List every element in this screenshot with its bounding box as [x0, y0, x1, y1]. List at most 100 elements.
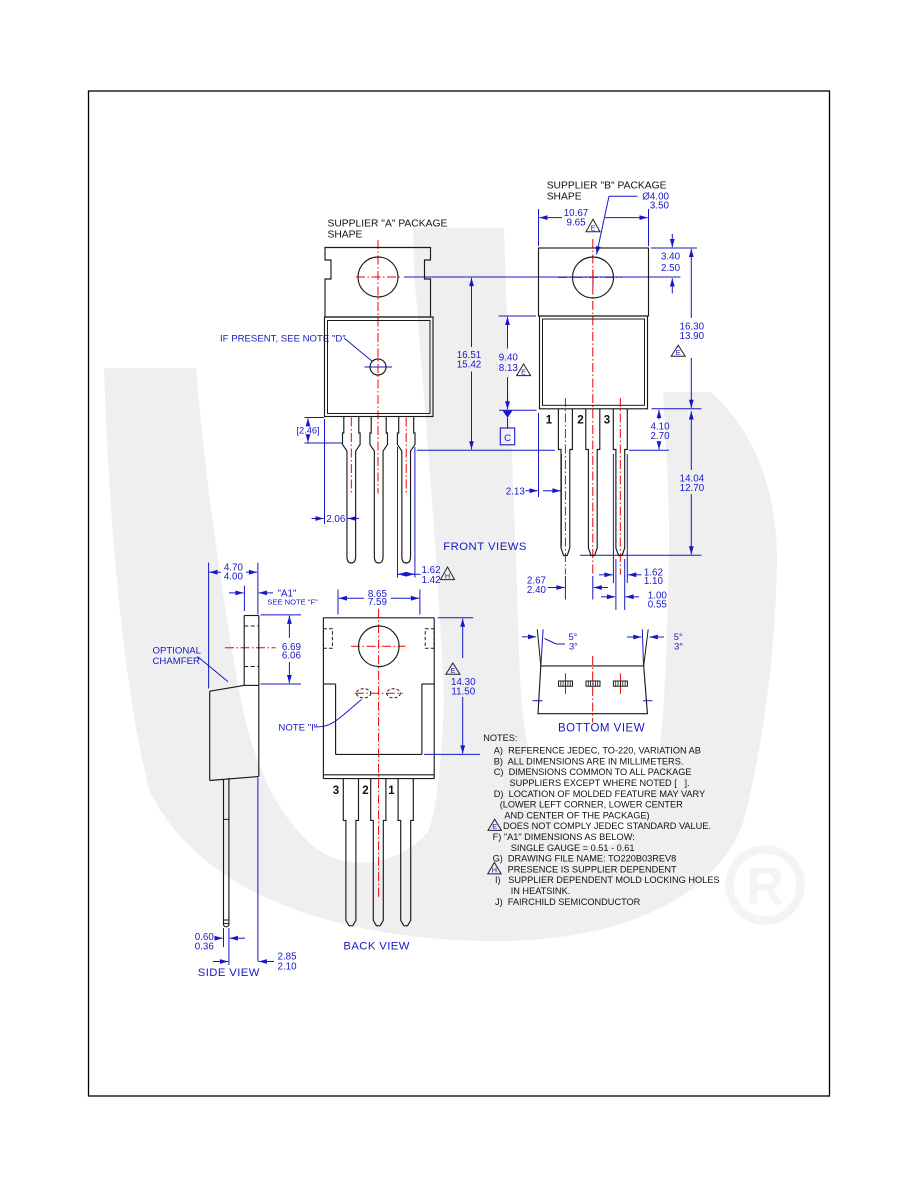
dim-b-leadt-min: 0.55 [648, 599, 668, 610]
dim-m-ang-max-l: 5° [569, 632, 578, 642]
flag-e-back-letter: E [450, 666, 455, 675]
chamfer-label-1: OPTIONAL [153, 646, 202, 657]
dim-b-shoulder-max: 4.10 [650, 422, 670, 433]
dim-k-cavw-max: 8.65 [368, 589, 388, 600]
dim-b-edge-lead: 2.13 [506, 486, 526, 497]
registered-mark-circle [725, 845, 805, 925]
dimension-line [540, 629, 544, 666]
dim-b-tab-width-min: 9.65 [566, 218, 586, 229]
notes-heading: NOTES: [483, 733, 517, 743]
dim-a-hole-gauge-max: 16.51 [457, 350, 482, 361]
notes-section: NOTES: A) REFERENCE JEDEC, TO-220, VARIA… [483, 733, 719, 907]
flag-e-back-shape [444, 662, 461, 675]
dim-b-shoulder-min: 2.70 [650, 431, 670, 442]
flag-e-9-40-letter: E [521, 367, 526, 376]
dim-s-tabh-max: 6.69 [282, 642, 301, 653]
datum-triangle [502, 410, 513, 418]
flag-e-note-letter: E [492, 822, 497, 831]
dim-s-a1-note: SEE NOTE "F" [267, 597, 318, 606]
note-line-3: SUPPLIERS EXCEPT WHERE NOTED [ ]. [510, 778, 690, 788]
mold-hole-left [355, 688, 372, 699]
note-line-4: D) LOCATION OF MOLDED FEATURE MAY VARY [494, 789, 705, 799]
dim-a-lead-width-min: 1.42 [422, 575, 441, 586]
b-title-line1: SUPPLIER "B" PACKAGE [547, 181, 667, 192]
back-view-label: BACK VIEW [343, 940, 409, 952]
a-lead [396, 416, 416, 564]
dim-m-ang-min-l: 3° [569, 641, 578, 651]
front-view-supplier-a: 16.51 15.42 [2.46] 2.06 1.62 1.42 H IF P… [220, 218, 681, 586]
dim-s-thk-max: 4.70 [224, 563, 244, 574]
note-line-10: G) DRAWING FILE NAME: TO220B03REV8 [493, 854, 677, 864]
dim-a-hole-gauge-min: 15.42 [457, 359, 482, 370]
b-pin-3: 3 [604, 414, 610, 426]
page-border [87, 90, 831, 1097]
dim-a-lead-width-max: 1.62 [422, 565, 441, 576]
note-line-11: PRESENCE IS SUPPLIER DEPENDENT [508, 864, 677, 874]
dim-s-tabh-min: 6.06 [282, 651, 302, 662]
note-i-label: NOTE "I" [278, 722, 317, 733]
dim-a-bracket-246: [2.46] [296, 425, 319, 435]
datum-c-letter: C [504, 433, 511, 444]
registered-mark-letter: R [746, 858, 784, 916]
dim-k-cavh-max: 14.30 [451, 677, 476, 688]
b-body-outer [538, 315, 649, 410]
back-pin-3: 3 [333, 785, 339, 797]
dim-b-tab-bottom-min: 13.90 [680, 331, 705, 342]
front-views-label: FRONT VIEWS [443, 541, 527, 553]
a-lead [369, 416, 389, 564]
dimension-line [641, 629, 644, 666]
dim-b-pitch-max: 2.67 [527, 575, 546, 586]
b-pin-1: 1 [546, 414, 553, 426]
b-lead [557, 408, 573, 557]
b-pin-2: 2 [577, 414, 583, 426]
note-line-13: IN HEATSINK. [511, 886, 571, 896]
flag-e-16-30-shape [670, 344, 687, 357]
dim-s-tip-max: 0.60 [195, 932, 215, 943]
a-body-outer [323, 316, 434, 418]
note-line-0: A) REFERENCE JEDEC, TO-220, VARIATION AB [494, 746, 701, 756]
dim-b-hole-edge-min: 2.50 [661, 263, 681, 274]
note-line-14: J) FAIRCHILD SEMICONDUCTOR [495, 897, 641, 907]
note-line-2: C) DIMENSIONS COMMON TO ALL PACKAGE [494, 767, 692, 777]
bottom-outline [537, 665, 649, 715]
back-pin-1: 1 [388, 785, 395, 797]
watermark-swoosh [104, 228, 777, 942]
dim-b-body-height-min: 8.13 [499, 363, 519, 374]
outline-line [223, 925, 230, 928]
dimension-line [544, 638, 565, 645]
flag-e-note-shape [487, 818, 503, 831]
b-mounting-hole [571, 256, 615, 299]
callout-if-present: IF PRESENT, SEE NOTE "D" [220, 334, 346, 345]
dim-s-a1: "A1" [278, 589, 297, 600]
b-lead [585, 408, 601, 557]
dim-s-thk-min: 4.00 [224, 572, 244, 583]
dim-b-tab-width-max: 10.67 [564, 208, 589, 219]
dim-s-off-max: 2.85 [278, 952, 298, 963]
dim-a-lead-offset: 2.06 [326, 514, 346, 525]
back-notch-right [424, 628, 435, 649]
dim-k-cavw-min: 7.59 [368, 597, 387, 608]
dim-b-leadlen-max: 14.04 [680, 473, 705, 484]
dimension-line [343, 337, 373, 362]
note-line-1: B) ALL DIMENSIONS ARE IN MILLIMETERS. [494, 756, 684, 766]
flag-e-tabwidth-shape [585, 218, 601, 233]
side-view: 4.70 4.00 "A1" SEE NOTE "F" 6.69 6.06 OP… [153, 562, 318, 979]
dim-b-hole-dia-max: Ø4.00 [642, 191, 669, 202]
chamfer-label-2: CHAMFER [153, 656, 201, 667]
outline-line [643, 629, 649, 666]
note-line-9: SINGLE GAUGE = 0.51 - 0.61 [511, 843, 635, 853]
outline-line [536, 629, 542, 666]
a-lead [341, 416, 361, 564]
bottom-view: 5° 3° 5° 3° BOTTOM VIEW [522, 629, 683, 735]
outline-line [209, 684, 245, 692]
a-mounting-hole [357, 256, 399, 298]
flag-e-9-40-shape [515, 363, 532, 377]
a-molded-feature [369, 358, 387, 376]
dimension-line [595, 196, 610, 255]
outline-line [209, 775, 259, 782]
dim-m-ang-max-r: 5° [674, 632, 683, 642]
fairchild-logo-watermark: R [104, 228, 805, 942]
a-title-line1: SUPPLIER "A" PACKAGE [328, 218, 448, 229]
dim-b-tab-bottom-max: 16.30 [680, 321, 705, 332]
